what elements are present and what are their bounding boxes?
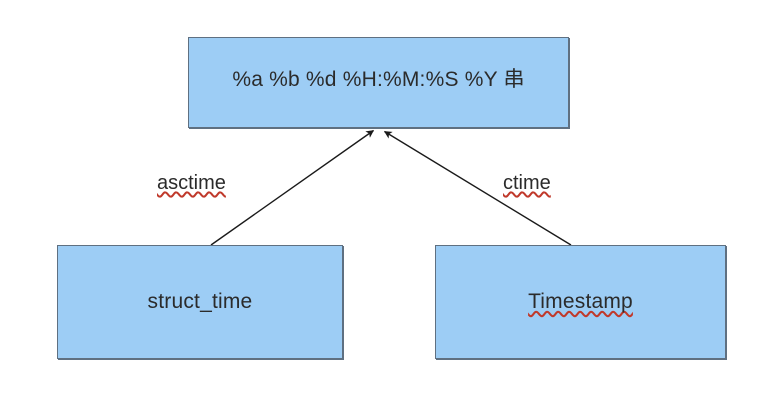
node-timestamp-label: Timestamp [528, 290, 633, 314]
node-format-string[interactable]: %a %b %d %H:%M:%S %Y 串 [188, 37, 569, 128]
node-format-string-label: %a %b %d %H:%M:%S %Y 串 [232, 68, 525, 91]
edge-label-asctime-text: asctime [157, 172, 226, 194]
node-struct-time-label: struct_time [147, 290, 253, 314]
edge-label-ctime: ctime [503, 172, 551, 195]
edge-asctime-line [210, 129, 375, 246]
edge-label-ctime-text: ctime [503, 172, 551, 194]
node-timestamp[interactable]: Timestamp [435, 245, 726, 359]
edge-ctime-line [383, 130, 572, 246]
node-struct-time[interactable]: struct_time [57, 245, 343, 359]
edge-label-asctime: asctime [157, 172, 226, 195]
